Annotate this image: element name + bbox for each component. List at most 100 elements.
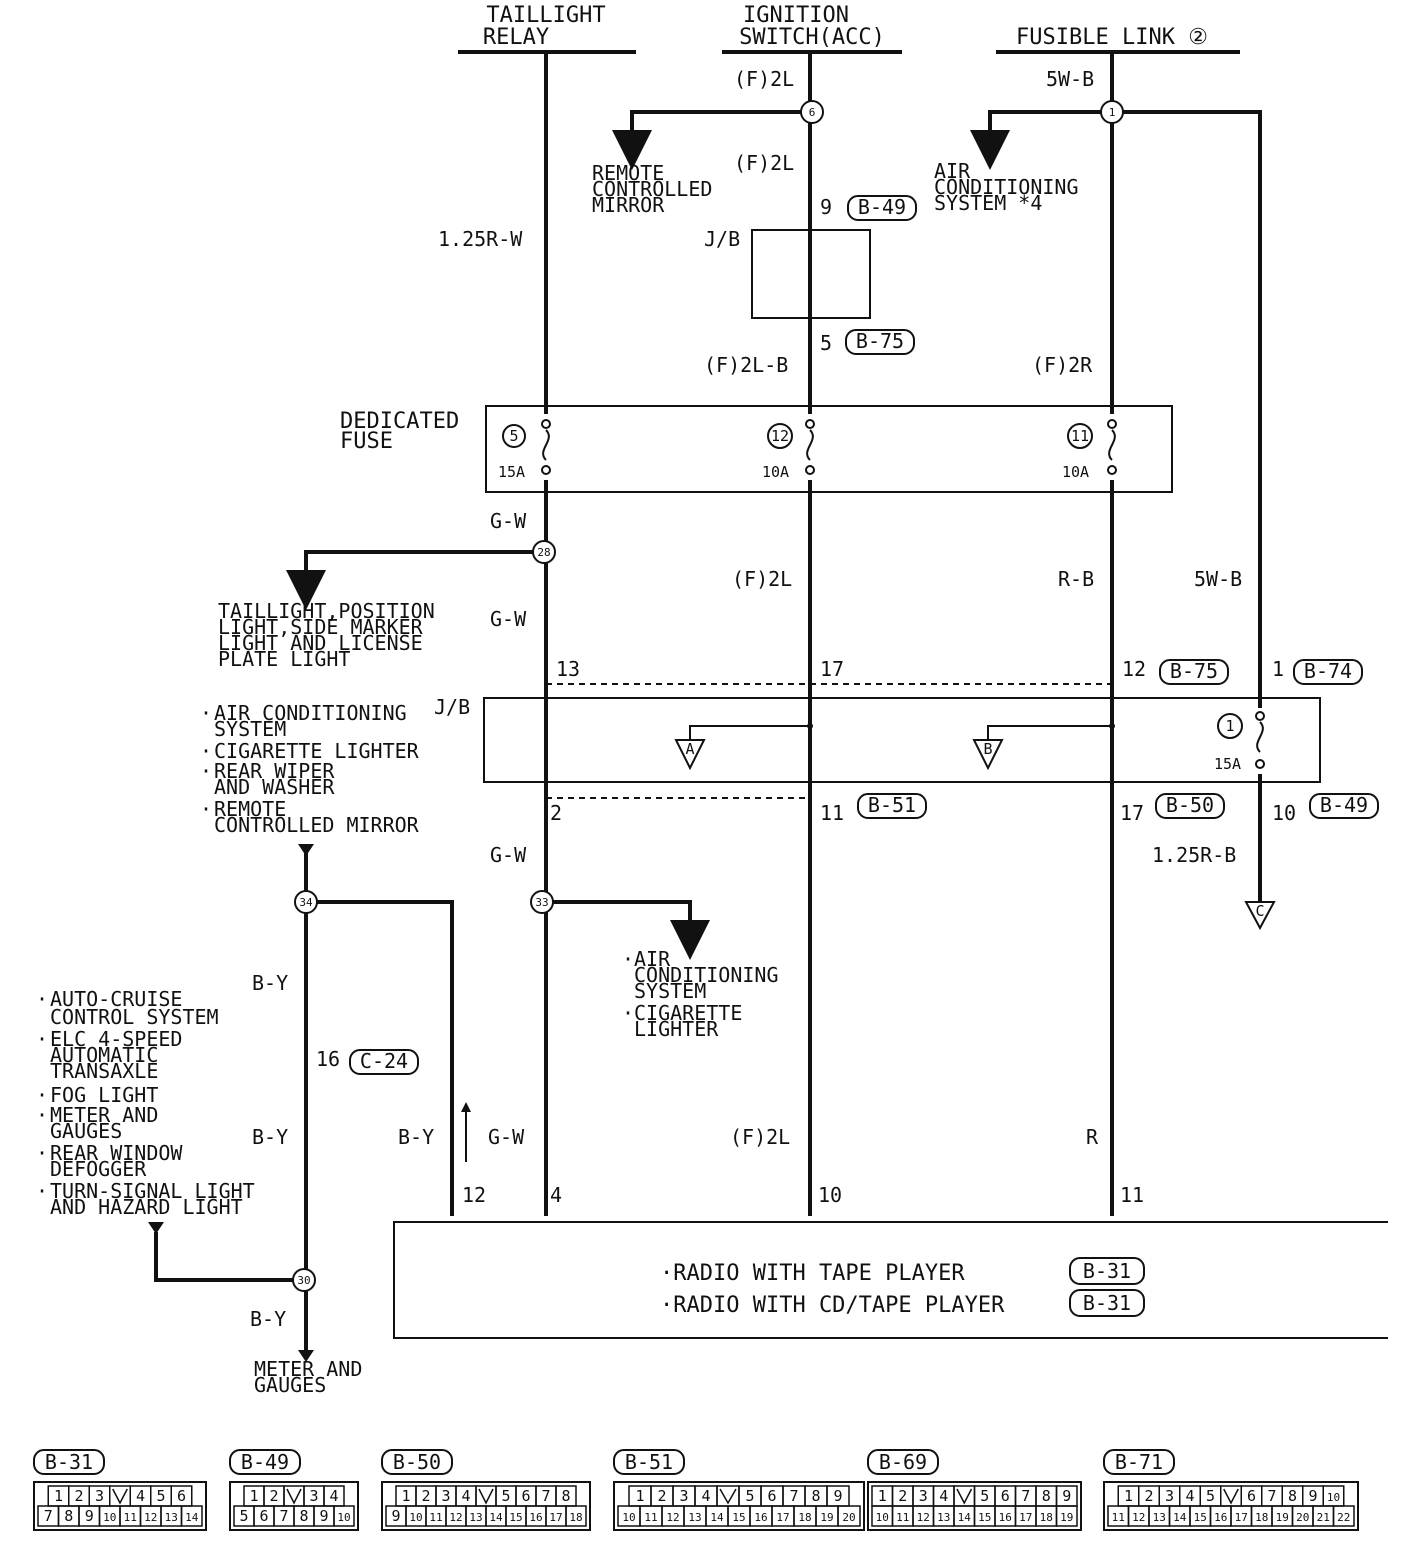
jb-fuse-1: 1 15A — [1214, 708, 1268, 774]
fuse-box-title-1: DEDICATED — [340, 409, 459, 434]
connector-pin-number: 18 — [569, 1511, 582, 1524]
fuse-12-rating: 10A — [762, 463, 789, 481]
splice-30-num: 30 — [297, 1274, 310, 1287]
dest-s33-4: CIGARETTE — [634, 1001, 742, 1025]
wire-by-a: B-Y — [252, 971, 288, 995]
connector-key-notch — [112, 1488, 128, 1505]
pin-13: 13 — [556, 657, 580, 681]
connector-pin-number: 8 — [1042, 1487, 1051, 1505]
connector-pinout-label: B-50 — [393, 1450, 441, 1474]
connector-pin-number: 10 — [622, 1511, 635, 1524]
connector-pin-number: 8 — [64, 1507, 73, 1525]
svg-text:·: · — [200, 759, 212, 783]
connector-pin-number: 13 — [1153, 1511, 1166, 1524]
splice-34-num: 34 — [299, 896, 313, 909]
connector-pin-number: 2 — [74, 1487, 83, 1505]
connector-pin-number: 4 — [329, 1487, 338, 1505]
dest-left-11: TURN-SIGNAL LIGHT — [50, 1179, 255, 1203]
wire-rb-125: 1.25R-B — [1152, 843, 1236, 867]
radio-pin-11: 11 — [1120, 1183, 1144, 1207]
jb-link-b — [987, 725, 1112, 740]
connector-pin-number: 13 — [688, 1511, 701, 1524]
connector-pin-number: 14 — [958, 1511, 972, 1524]
connector-pin-number: 19 — [820, 1511, 833, 1524]
dest-jb-7: CONTROLLED MIRROR — [214, 813, 420, 837]
connector-pin-number: 3 — [1165, 1487, 1174, 1505]
connector-pin-number: 7 — [1021, 1487, 1030, 1505]
connector-key-notch — [719, 1488, 737, 1505]
connector-pin-number: 5 — [745, 1487, 754, 1505]
connector-pin-number: 7 — [541, 1487, 550, 1505]
connector-pin-number: 8 — [811, 1487, 820, 1505]
dest-jb-2: SYSTEM — [214, 717, 286, 741]
connector-pin-number: 19 — [1060, 1511, 1073, 1524]
connector-pin-number: 3 — [919, 1487, 928, 1505]
wire-rb-mid: R-B — [1058, 567, 1094, 591]
connector-pinout-label: B-69 — [879, 1450, 927, 1474]
dest-left-2: CONTROL SYSTEM — [50, 1005, 219, 1029]
splice-28: 28 — [532, 540, 556, 564]
taillight-relay-label-1: TAILLIGHT — [486, 3, 605, 28]
connector-pin-number: 3 — [309, 1487, 318, 1505]
connector-pin-number: 11 — [1112, 1511, 1125, 1524]
connector-pin-number: 6 — [521, 1487, 530, 1505]
dest-s33-list: · AIR CONDITIONING SYSTEM · CIGARETTE LI… — [622, 947, 779, 1041]
dest-taillight-1: TAILLIGHT,POSITION — [218, 599, 435, 623]
connector-pin-number: 5 — [239, 1507, 248, 1525]
connector-pin-cell — [565, 1505, 587, 1527]
svg-text:·: · — [36, 1141, 48, 1165]
splice-28-num: 28 — [537, 546, 550, 559]
connector-pin-number: 12 — [1132, 1511, 1145, 1524]
dest-taillight-4: PLATE LIGHT — [218, 647, 350, 671]
connector-pin-number: 22 — [1337, 1511, 1350, 1524]
dest-left-9: REAR WINDOW — [50, 1141, 183, 1165]
connector-pin-number: 7 — [1267, 1487, 1276, 1505]
splice-1: 1 — [1100, 100, 1124, 124]
connector-pin-number: 6 — [1247, 1487, 1256, 1505]
connector-pin-number: 8 — [561, 1487, 570, 1505]
connector-pin-number: 6 — [259, 1507, 268, 1525]
jb-lower-label: J/B — [434, 695, 470, 719]
fuse-11-num: 11 — [1071, 427, 1089, 445]
connector-pin-number: 2 — [421, 1487, 430, 1505]
connector-pin-number: 10 — [409, 1511, 422, 1524]
connector-pin-number: 15 — [732, 1511, 745, 1524]
connector-pin-number: 13 — [469, 1511, 482, 1524]
connector-pin-number: 8 — [299, 1507, 308, 1525]
jb-marker-c-text: C — [1255, 902, 1264, 920]
radio-line-2: ·RADIO WITH CD/TAPE PLAYER — [660, 1293, 1005, 1318]
connector-pin-number: 6 — [177, 1487, 186, 1505]
fuse-12: 12 10A — [762, 414, 818, 481]
connector-pin-cell — [180, 1505, 203, 1527]
svg-text:·: · — [200, 797, 212, 821]
wire-r-low: R — [1086, 1125, 1099, 1149]
svg-text:·: · — [622, 947, 634, 971]
connector-pin-cell — [1332, 1505, 1355, 1527]
wire-ign-fuse-in: (F)2L-B — [704, 353, 788, 377]
pin-1: 1 — [1272, 657, 1284, 681]
dest-air-cond-top-1: AIR — [934, 159, 971, 183]
dest-jb-6: REMOTE — [214, 797, 286, 821]
connector-pin-number: 2 — [657, 1487, 666, 1505]
connector-pin-number: 9 — [833, 1487, 842, 1505]
connector-pin-number: 13 — [165, 1511, 178, 1524]
svg-text:·: · — [622, 1001, 634, 1025]
connector-pin-number: 12 — [144, 1511, 157, 1524]
dest-jb-3: CIGARETTE LIGHTER — [214, 739, 420, 763]
ignition-switch-label-2: SWITCH(ACC) — [739, 25, 885, 50]
dest-left-7: METER AND — [50, 1103, 158, 1127]
pin-17: 17 — [820, 657, 844, 681]
dest-meter-1: METER AND — [254, 1357, 362, 1381]
connector-c24: C-24 — [349, 1049, 419, 1075]
connector-pin-number: 10 — [337, 1511, 350, 1524]
connector-pin-number: 10 — [1327, 1491, 1340, 1504]
flow-arrow-head — [461, 1102, 471, 1112]
connector-pin-number: 1 — [54, 1487, 63, 1505]
s30-branch — [154, 1232, 306, 1282]
wire-fl-fuse-in: (F)2R — [1032, 353, 1093, 377]
connector-pin-number: 4 — [1185, 1487, 1194, 1505]
meter-arrow — [298, 1350, 314, 1362]
dedicated-fuse-box — [485, 405, 1173, 493]
